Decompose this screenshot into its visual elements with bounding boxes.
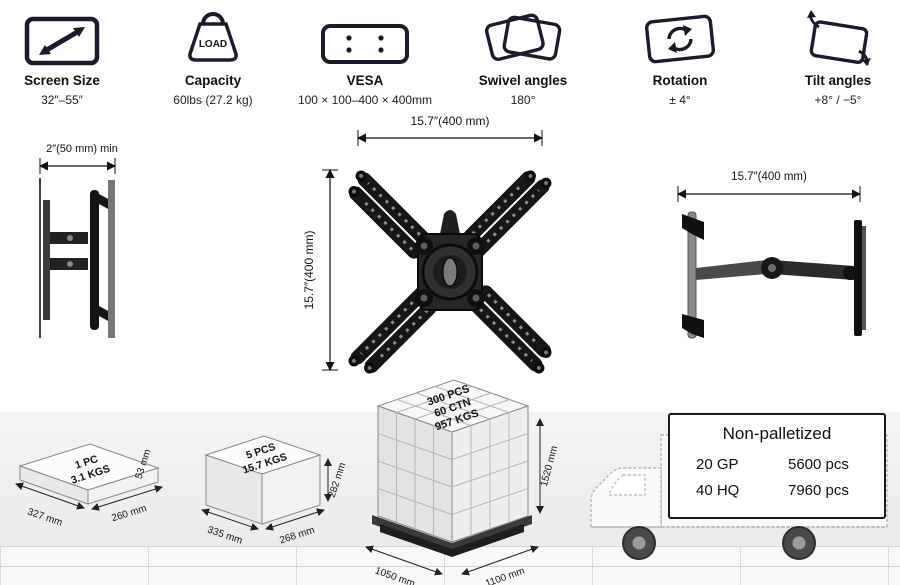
carton-depth-label: 335 mm: [206, 525, 244, 547]
spec-label: Screen Size: [24, 73, 100, 88]
spec-value: 60lbs (27.2 kg): [173, 93, 253, 107]
spec-rotation: Rotation ± 4°: [605, 6, 755, 107]
front-view-diagram: 15.7″(400 mm) 15.7″(400 mm): [302, 114, 552, 374]
packaging-graphic: 1 PC 3.1 KGS 53 mm 327 mm 260 mm 5 PCS 1…: [15, 379, 560, 585]
front-width-dim-label: 15.7″(400 mm): [411, 114, 490, 128]
spec-label: Swivel angles: [478, 73, 568, 88]
pallet-planks-bottom: [380, 524, 524, 557]
mount-arm-bottom-right: [464, 285, 552, 374]
single-box: 1 PC 3.1 KGS 53 mm 327 mm 260 mm: [15, 443, 163, 529]
spec-swivel: Swivel angles 180°: [448, 6, 598, 107]
vesa-plate-icon: [290, 6, 440, 66]
extended-arm-drawing: [682, 211, 866, 339]
carton-height-label: 282 mm: [327, 461, 349, 499]
mount-arm-top-right: [463, 170, 552, 258]
mount-center-slot: [442, 257, 458, 287]
load-icon-text: LOAD: [199, 39, 227, 50]
extension-view-diagram: 15.7″(400 mm): [677, 171, 866, 339]
tilt-angles-icon: [763, 6, 900, 66]
non-palletized-card: Non-palletized 20 GP 5600 pcs 40 HQ 7960…: [668, 413, 886, 519]
front-height-dim-label: 15.7″(400 mm): [302, 231, 316, 310]
spec-label: Capacity: [184, 73, 242, 88]
container-table: 20 GP 5600 pcs 40 HQ 7960 pcs: [696, 456, 858, 499]
master-carton: 5 PCS 15.7 KGS 282 mm 335 mm 268 mm: [201, 435, 349, 547]
container-qty-label: 7960 pcs: [788, 482, 849, 499]
tiled-floor: [0, 546, 900, 585]
pallet-carton-grid: [377, 386, 529, 536]
single-box-depth-label: 327 mm: [26, 507, 64, 529]
spec-tilt: Tilt angles +8° / −5°: [763, 6, 900, 107]
spec-vesa: VESA 100 × 100–400 × 400mm: [290, 6, 440, 107]
swivel-angles-icon: [448, 6, 598, 66]
extension-dim-label: 15.7″(400 mm): [731, 171, 807, 183]
mount-arm-top-left: [348, 170, 436, 259]
spec-value: 32″–55″: [41, 93, 83, 107]
container-type-label: 40 HQ: [696, 482, 740, 499]
profile-view-diagram: 2″(50 mm) min: [39, 143, 118, 338]
mount-top-hook: [440, 210, 460, 234]
pallet-height-label: 1520 mm: [539, 445, 560, 488]
spec-value: ± 4°: [669, 93, 691, 107]
mount-arm-bottom-left: [348, 286, 437, 374]
spec-value: 180°: [510, 93, 536, 107]
carton-width-label: 268 mm: [278, 525, 316, 547]
capacity-weight-icon: LOAD: [138, 6, 288, 66]
profile-dim-label: 2″(50 mm) min: [46, 143, 118, 155]
spec-capacity: LOAD Capacity 60lbs (27.2 kg): [138, 6, 288, 107]
screen-size-icon: [0, 6, 137, 66]
pallet-stack: 300 PCS 60 CTN 957 KGS 1520 mm 1050 mm 1…: [365, 379, 560, 585]
single-box-width-label: 260 mm: [110, 503, 148, 524]
rotation-icon: [605, 6, 755, 66]
spec-label: Tilt angles: [804, 73, 872, 88]
spec-screen-size: Screen Size 32″–55″: [0, 6, 137, 107]
folded-mount-drawing: [39, 178, 115, 338]
pallet-width-label: 1100 mm: [484, 566, 526, 585]
truck-front-wheel: [622, 526, 656, 560]
spec-label: Rotation: [652, 73, 708, 88]
spec-label: VESA: [346, 73, 384, 88]
truck-rear-wheel: [782, 526, 816, 560]
non-palletized-title: Non-palletized: [722, 424, 832, 443]
spec-value: 100 × 100–400 × 400mm: [297, 93, 433, 107]
spec-value: +8° / −5°: [814, 93, 862, 107]
container-type-label: 20 GP: [696, 456, 739, 473]
pallet-depth-label: 1050 mm: [373, 566, 416, 585]
container-qty-label: 5600 pcs: [788, 456, 849, 473]
